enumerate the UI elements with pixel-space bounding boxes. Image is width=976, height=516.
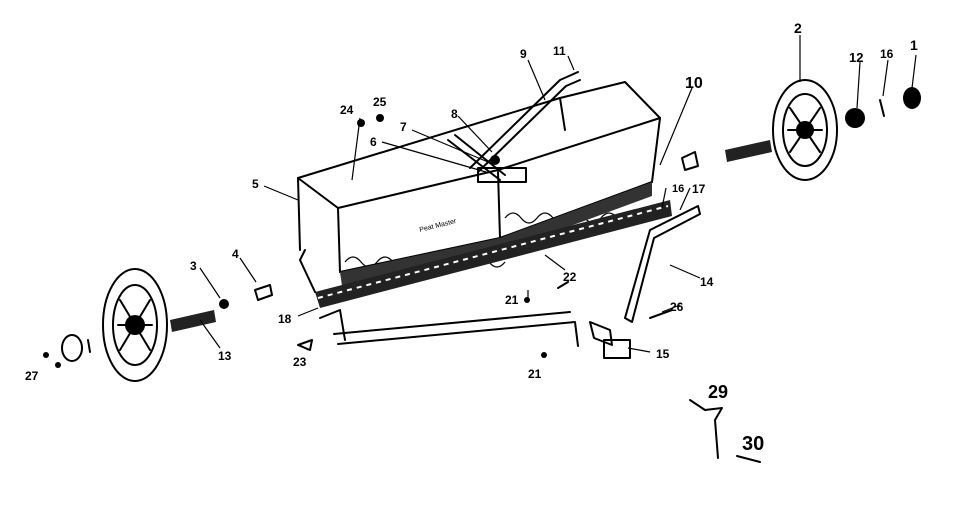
callout-11: 11 <box>553 44 566 58</box>
callout-23: 23 <box>293 355 307 369</box>
callout-15: 15 <box>656 347 670 361</box>
left-axle-hardware <box>43 284 273 368</box>
callout-18: 18 <box>278 312 292 326</box>
callout-12: 12 <box>849 50 863 65</box>
callout-24: 24 <box>340 103 354 117</box>
callout-29: 29 <box>708 382 728 402</box>
callout-6: 6 <box>370 135 377 149</box>
callout-10: 10 <box>685 75 703 92</box>
callout-8: 8 <box>451 107 458 121</box>
callout-21-lower: 21 <box>528 367 542 381</box>
callout-30: 30 <box>742 433 764 455</box>
callout-25: 25 <box>373 95 387 109</box>
callout-16-center: 16 <box>672 183 684 195</box>
callout-21-upper: 21 <box>505 293 519 307</box>
leader-lines <box>199 35 917 353</box>
callout-17: 17 <box>692 182 706 196</box>
callout-22: 22 <box>563 270 577 284</box>
callout-7: 7 <box>400 120 407 134</box>
callout-27: 27 <box>25 369 39 383</box>
right-axle-hardware <box>681 87 921 171</box>
control-handle <box>447 71 581 183</box>
callout-5: 5 <box>252 177 259 191</box>
agitator-bar <box>299 200 672 308</box>
callout-9: 9 <box>520 47 527 61</box>
callout-13: 13 <box>218 349 232 363</box>
callout-1: 1 <box>910 37 918 53</box>
callout-3: 3 <box>190 259 197 273</box>
right-wheel <box>772 79 838 181</box>
callout-2: 2 <box>794 20 802 36</box>
callout-14: 14 <box>700 275 714 289</box>
callout-16-right: 16 <box>880 47 894 61</box>
frame-rods <box>319 205 701 347</box>
hopper-decal-label: Peat Master <box>419 218 458 234</box>
left-wheel <box>102 268 168 382</box>
callout-4: 4 <box>232 247 239 261</box>
callout-numbers: 1 2 3 4 5 6 7 8 9 10 11 12 13 14 15 16 1… <box>25 20 918 455</box>
callout-26: 26 <box>670 300 684 314</box>
